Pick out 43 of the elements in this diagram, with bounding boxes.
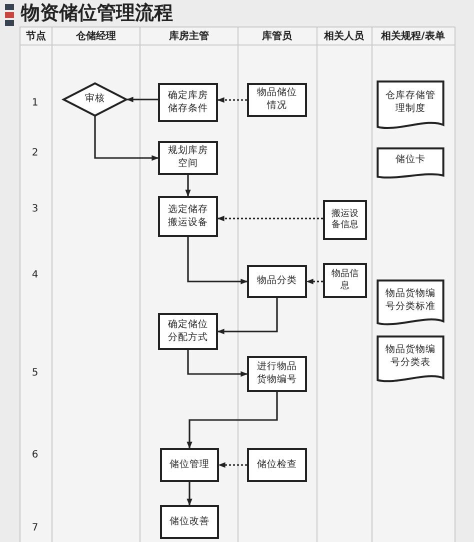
column-header: 相关人员 bbox=[324, 30, 364, 43]
column-header: 相关规程/表单 bbox=[381, 30, 445, 43]
process-box: 规划库房空间 bbox=[158, 141, 218, 175]
arrow bbox=[217, 298, 278, 334]
dashed-arrow bbox=[218, 462, 247, 468]
arrow bbox=[186, 392, 278, 449]
column-header: 仓储经理 bbox=[76, 30, 116, 43]
arrow bbox=[187, 350, 248, 377]
process-box: 储位管理 bbox=[160, 448, 219, 482]
process-box: 确定库房储存条件 bbox=[158, 83, 218, 122]
arrow bbox=[185, 175, 191, 197]
process-box: 搬运设备信息 bbox=[323, 200, 367, 240]
arrow bbox=[186, 482, 192, 506]
process-box: 物品分类 bbox=[247, 265, 307, 298]
process-box: 物品储位情况 bbox=[247, 83, 307, 117]
step-number: 6 bbox=[32, 450, 38, 460]
process-box: 物品信息 bbox=[323, 263, 367, 298]
step-number: 3 bbox=[32, 204, 38, 214]
document-shape: 仓库存储管理制度 bbox=[377, 81, 444, 132]
step-number: 2 bbox=[32, 148, 38, 158]
dashed-arrow bbox=[217, 216, 323, 222]
step-number: 4 bbox=[32, 270, 38, 280]
process-box: 进行物品货物编号 bbox=[247, 356, 307, 392]
document-shape: 储位卡 bbox=[377, 148, 444, 180]
step-number: 1 bbox=[32, 98, 38, 108]
column-header: 库管员 bbox=[262, 29, 292, 43]
process-box: 确定储位分配方式 bbox=[158, 313, 218, 350]
title: 物资储位管理流程 bbox=[21, 1, 173, 25]
arrow bbox=[187, 237, 248, 284]
arrow bbox=[126, 96, 158, 102]
dashed-arrow bbox=[217, 97, 247, 103]
step-number: 7 bbox=[32, 522, 38, 534]
decision-diamond: 审核 bbox=[63, 83, 127, 116]
document-shape: 物品货物编号分类表 bbox=[377, 336, 444, 385]
process-box: 储位检查 bbox=[247, 448, 307, 482]
column-header: 库房主管 bbox=[169, 29, 209, 43]
column-header: 节点 bbox=[26, 30, 46, 43]
process-box: 选定储存搬运设备 bbox=[158, 196, 218, 237]
step-number: 5 bbox=[32, 368, 38, 378]
process-box: 储位改善 bbox=[160, 505, 219, 539]
document-shape: 物品货物编号分类标准 bbox=[377, 280, 444, 328]
arrow bbox=[94, 116, 159, 161]
dashed-arrow bbox=[306, 278, 323, 284]
